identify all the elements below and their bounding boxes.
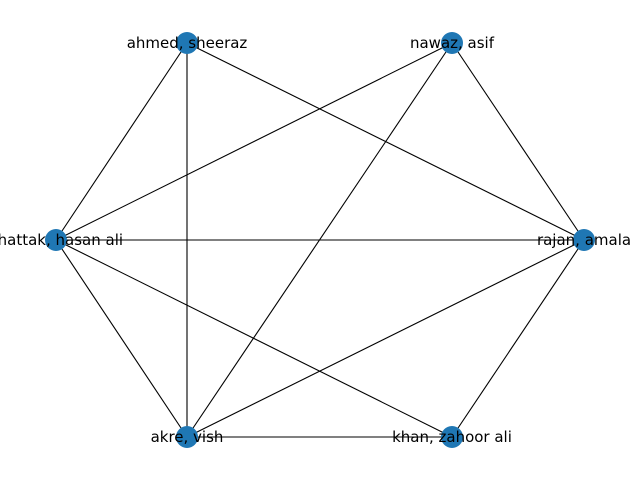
node-label-khattak: khattak, hasan ali — [0, 231, 123, 249]
node-label-akre: akre, vish — [151, 428, 224, 446]
edge-nawaz-rajan — [451, 42, 585, 241]
node-nawaz — [441, 32, 463, 54]
edge-ahmed-khattak — [55, 42, 188, 241]
label-layer: ahmed, sheeraz nawaz, asif rajan, amala kha… — [0, 34, 631, 446]
edge-rajan-khan — [451, 239, 585, 438]
node-label-khan: khan, zahoor ali — [392, 428, 512, 446]
node-akre — [176, 426, 198, 448]
edge-khattak-khan — [55, 239, 453, 438]
node-label-rajan: rajan, amala — [537, 231, 631, 249]
node-ahmed — [176, 32, 198, 54]
node-khattak — [45, 229, 67, 251]
node-label-ahmed: ahmed, sheeraz — [127, 34, 248, 52]
node-layer — [45, 32, 595, 448]
edge-nawaz-khattak — [55, 42, 453, 241]
edge-akre-rajan — [186, 239, 585, 438]
node-label-nawaz: nawaz, asif — [410, 34, 495, 52]
edge-khattak-akre — [55, 239, 188, 438]
edge-layer — [55, 42, 585, 438]
node-khan — [441, 426, 463, 448]
node-rajan — [573, 229, 595, 251]
